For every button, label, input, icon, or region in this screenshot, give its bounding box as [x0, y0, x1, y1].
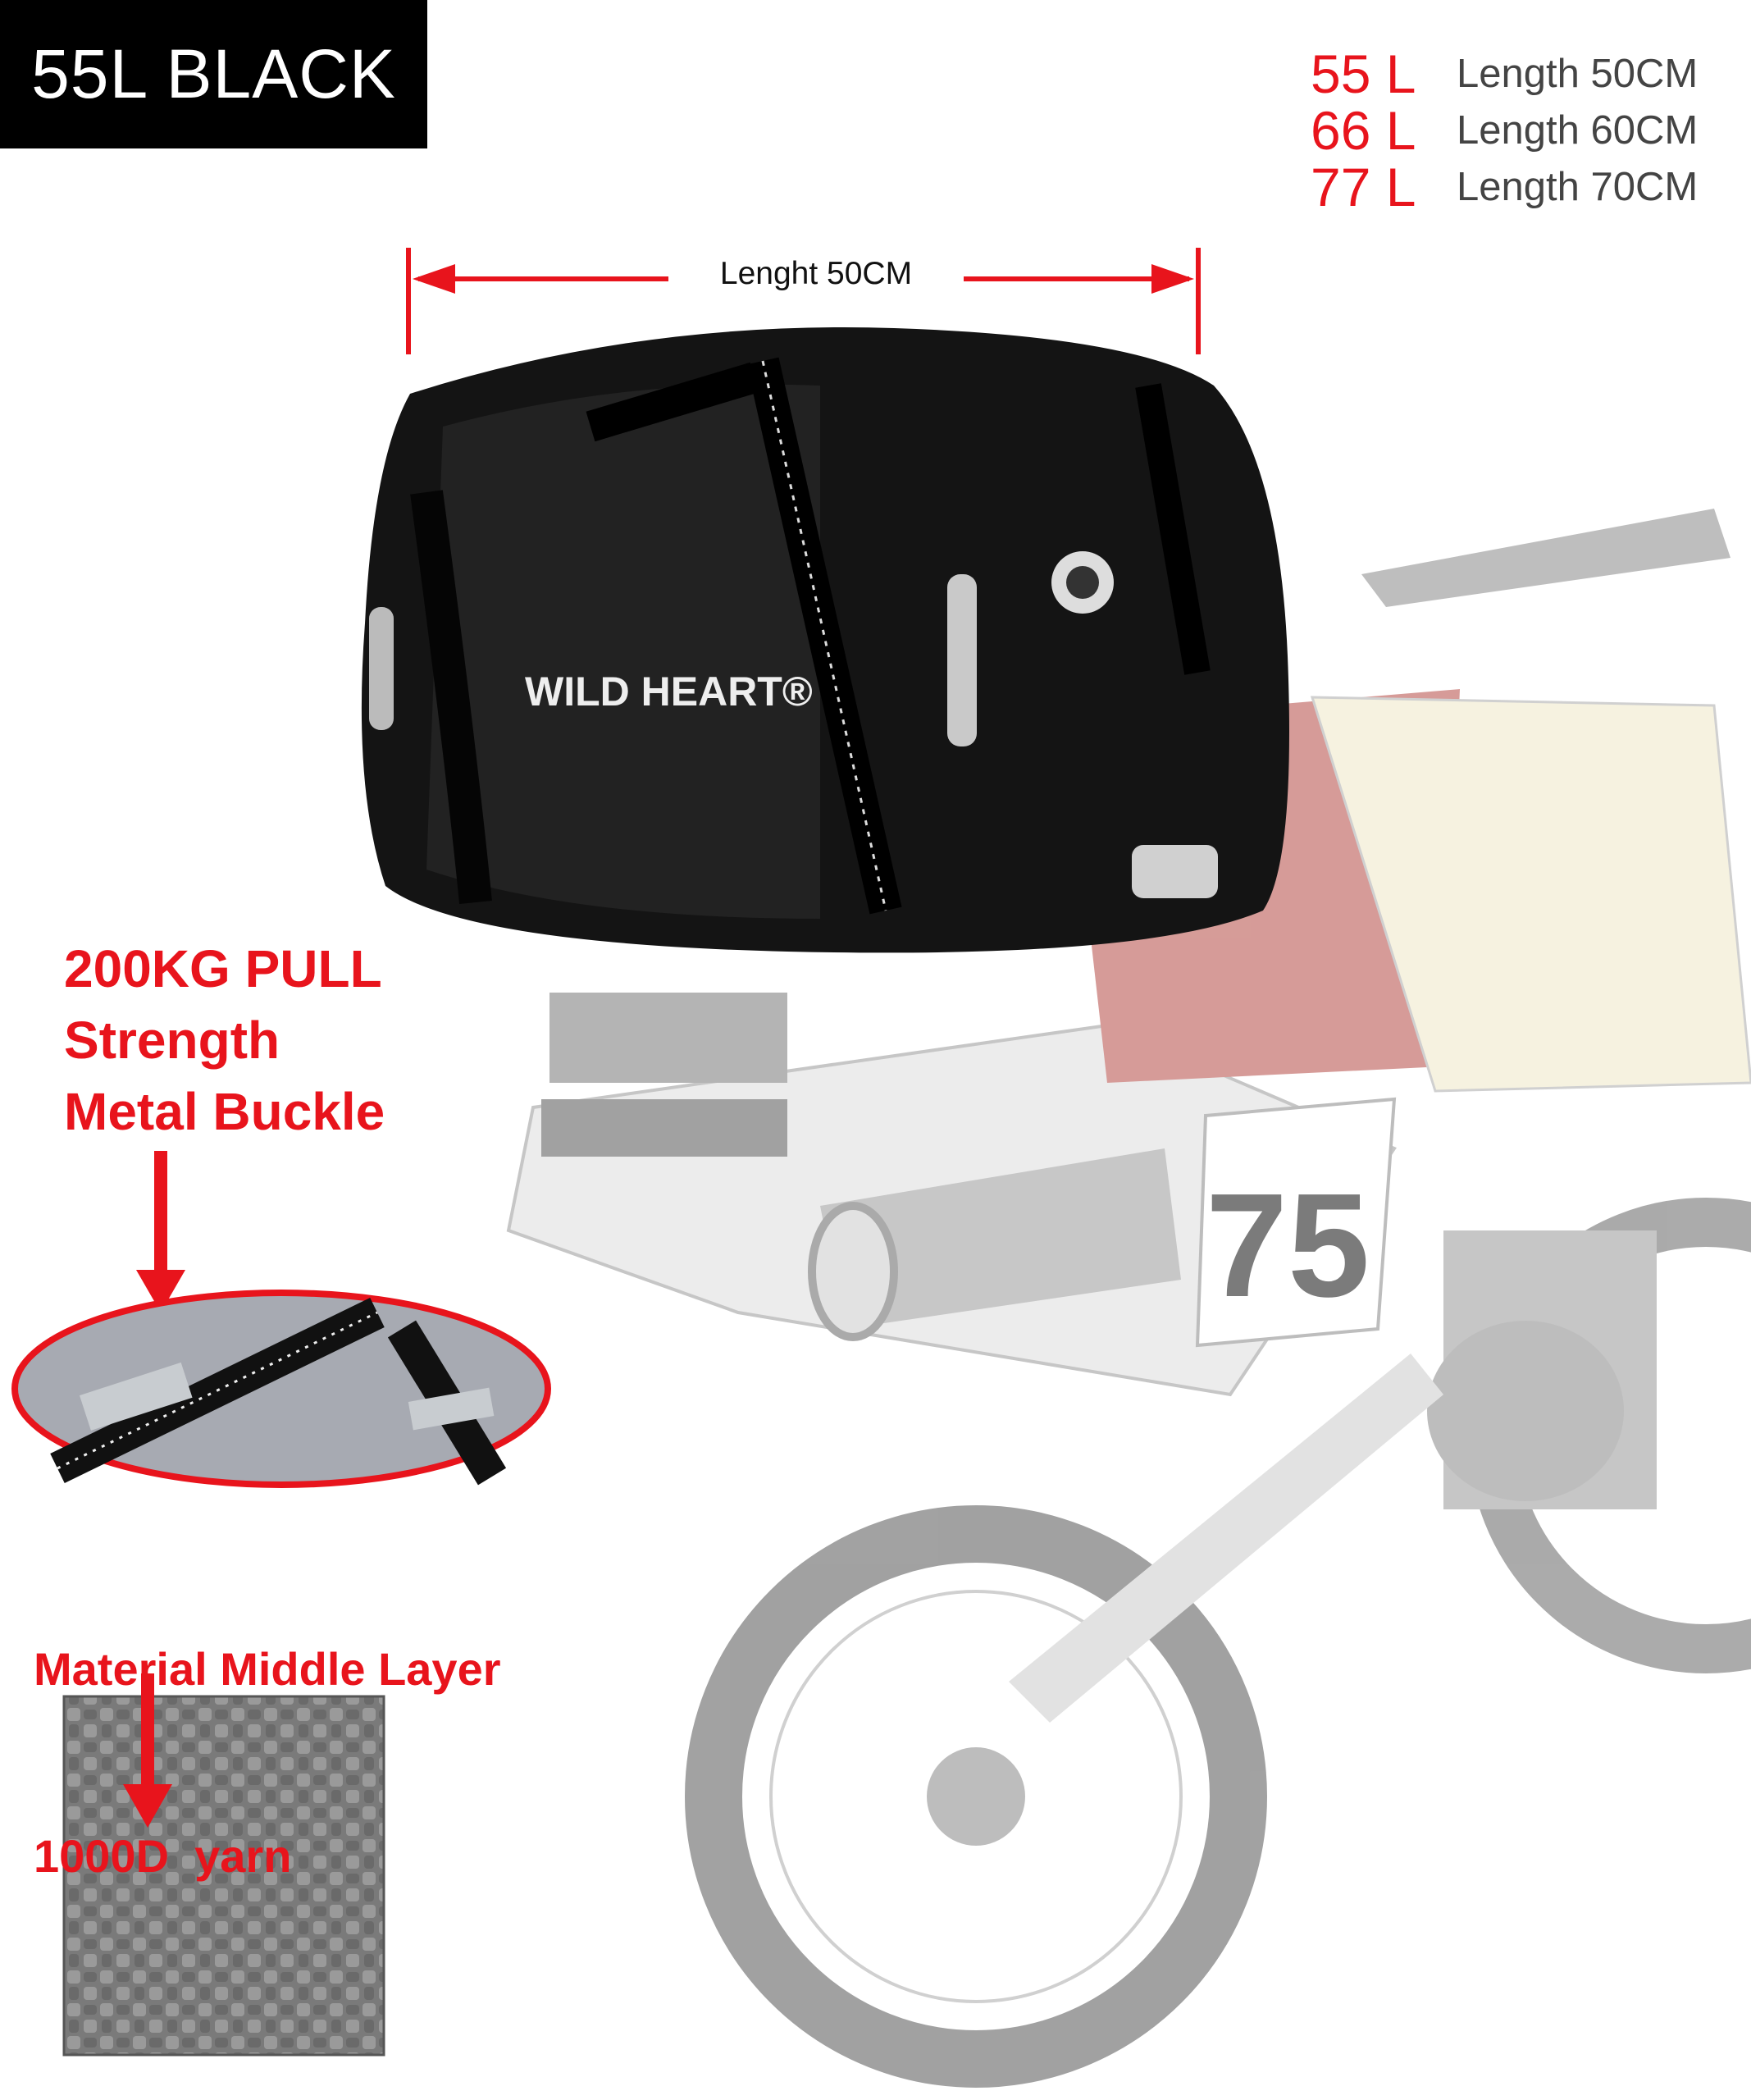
material-callout: Material Middle Layer 1000D yarn: [34, 1513, 501, 1950]
material-arrow-icon: [123, 1673, 172, 1828]
dimension-label: Lenght 50CM: [719, 256, 913, 291]
svg-text:75: 75: [1206, 1163, 1370, 1328]
material-callout-line: Material Middle Layer: [34, 1643, 501, 1695]
material-callout-line: 1000D yarn: [34, 1830, 292, 1882]
size-option-row: 66 L Length 60CM: [1311, 100, 1699, 161]
size-volume: 66 L: [1311, 100, 1416, 161]
size-volume: 55 L: [1311, 43, 1416, 104]
size-length: Length 60CM: [1457, 108, 1699, 153]
buckle-callout: 200KG PULL Strength Metal Buckle: [64, 934, 385, 1148]
size-length: Length 70CM: [1457, 165, 1699, 209]
buckle-callout-line: Strength: [64, 1011, 280, 1070]
color-variant-label: 55L BLACK: [0, 0, 427, 148]
brand-logo: WILD HEART®: [525, 669, 813, 714]
fabric-swatch-image: [62, 1695, 385, 2057]
buckle-callout-line: 200KG PULL: [64, 939, 382, 998]
size-option-row: 77 L Length 70CM: [1311, 157, 1699, 217]
size-length: Length 50CM: [1457, 52, 1699, 96]
size-volume: 77 L: [1311, 157, 1416, 217]
buckle-callout-line: Metal Buckle: [64, 1082, 385, 1141]
rear-wheel: [685, 1505, 1267, 2088]
size-option-row: 55 L Length 50CM: [1311, 43, 1699, 104]
buckle-arrow-icon: [136, 1151, 185, 1312]
